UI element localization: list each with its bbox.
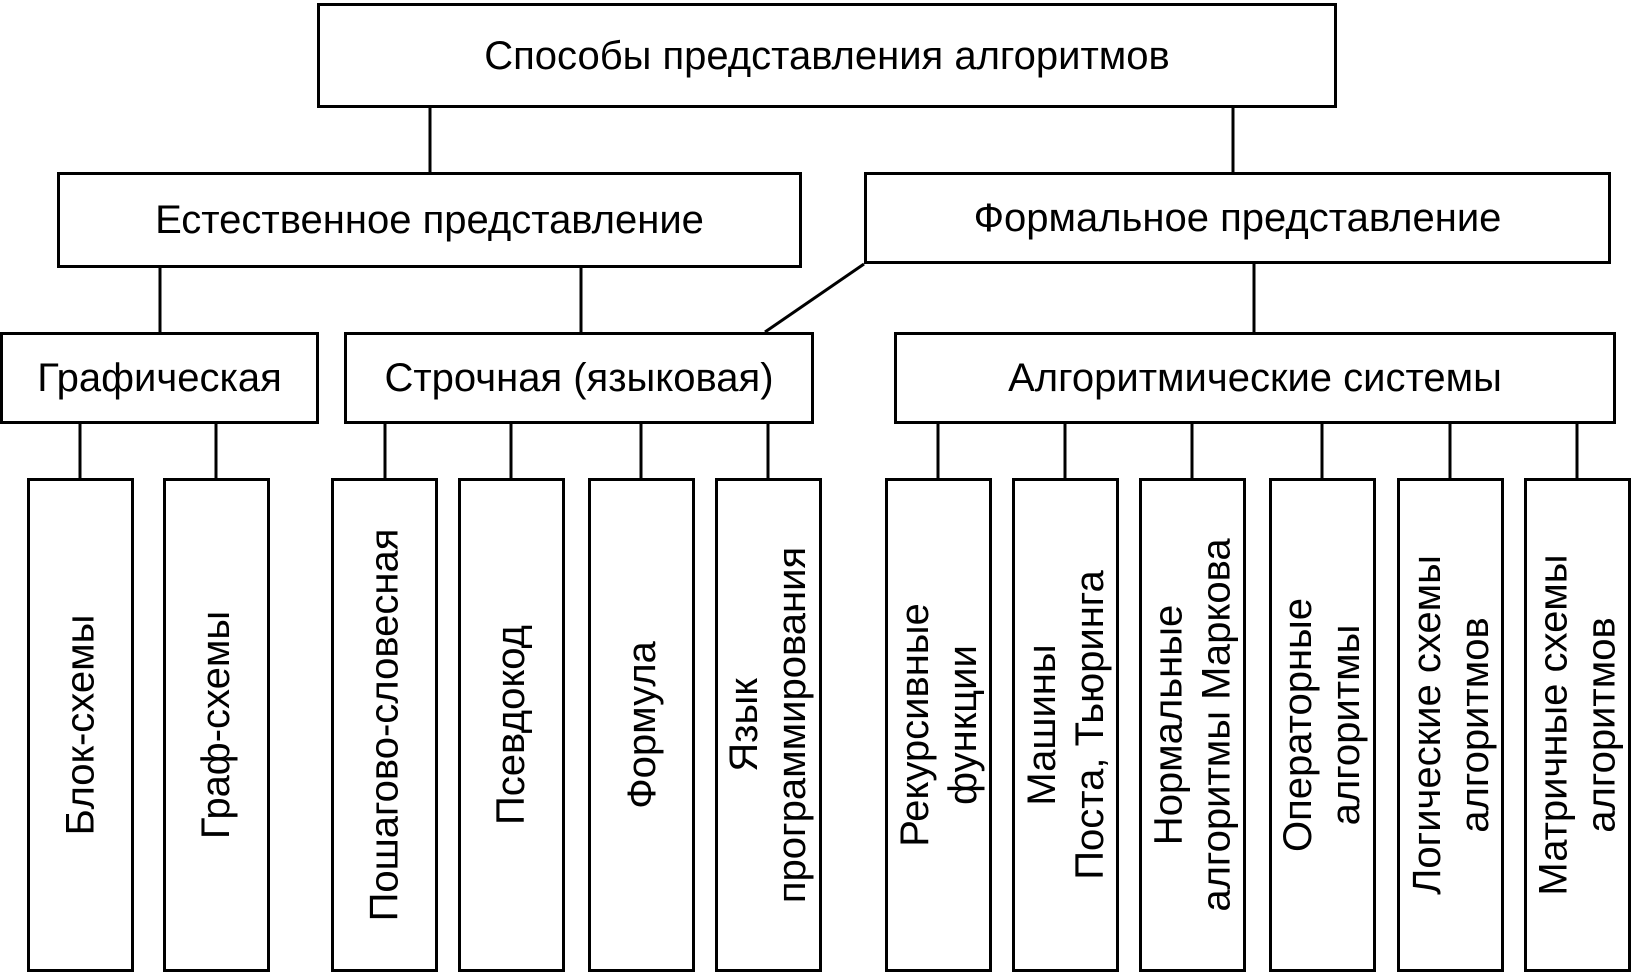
leaf-operator-algorithms-line1: Операторные bbox=[1276, 597, 1321, 853]
leaf-formula: Формула bbox=[588, 478, 695, 972]
formal-representation-box: Формальное представление bbox=[864, 172, 1611, 264]
leaf-programming-language: Язык программирования bbox=[715, 478, 822, 972]
graphic-box: Графическая bbox=[0, 332, 319, 424]
leaf-logic-schemes: Логические схемы алгоритмов bbox=[1397, 478, 1504, 972]
natural-representation-label: Естественное представление bbox=[155, 198, 704, 242]
leaf-formula-line1: Формула bbox=[619, 641, 664, 809]
algorithmic-systems-box: Алгоритмические системы bbox=[894, 332, 1616, 424]
leaf-graph-diagrams-line1: Граф-схемы bbox=[194, 610, 239, 840]
formal-representation-label: Формальное представление bbox=[973, 196, 1502, 240]
leaf-matrix-schemes-line2: алгоритмов bbox=[1579, 617, 1624, 833]
leaf-stepwise-verbal: Пошагово-словесная bbox=[331, 478, 438, 972]
leaf-recursive-functions-line1: Рекурсивные bbox=[892, 603, 937, 847]
leaf-recursive-functions: Рекурсивные функции bbox=[885, 478, 992, 972]
leaf-post-turing-machines-line2: Поста, Тьюринга bbox=[1067, 570, 1112, 880]
root-label: Способы представления алгоритмов bbox=[484, 33, 1170, 78]
leaf-programming-language-line2: программирования bbox=[770, 546, 815, 904]
leaf-operator-algorithms-line2: алгоритмы bbox=[1324, 624, 1369, 826]
leaf-markov-algorithms: Нормальные алгоритмы Маркова bbox=[1139, 478, 1246, 972]
leaf-block-diagrams: Блок-схемы bbox=[27, 478, 134, 972]
leaf-stepwise-verbal-line1: Пошагово-словесная bbox=[362, 528, 407, 922]
leaf-markov-algorithms-line2: алгоритмы Маркова bbox=[1194, 538, 1239, 912]
leaf-post-turing-machines-line1: Машины bbox=[1019, 644, 1064, 806]
graphic-label: Графическая bbox=[37, 356, 282, 400]
leaf-matrix-schemes: Матричные схемы алгоритмов bbox=[1524, 478, 1631, 972]
leaf-logic-schemes-line2: алгоритмов bbox=[1452, 617, 1497, 833]
leaf-logic-schemes-line1: Логические схемы bbox=[1404, 555, 1449, 895]
string-language-label: Строчная (языковая) bbox=[384, 356, 774, 400]
leaf-pseudocode-line1: Псевдокод bbox=[489, 624, 534, 826]
leaf-operator-algorithms: Операторные алгоритмы bbox=[1269, 478, 1376, 972]
leaf-block-diagrams-line1: Блок-схемы bbox=[58, 614, 103, 836]
leaf-pseudocode: Псевдокод bbox=[458, 478, 565, 972]
algorithmic-systems-label: Алгоритмические системы bbox=[1008, 356, 1502, 400]
leaf-markov-algorithms-line1: Нормальные bbox=[1146, 604, 1191, 846]
natural-representation-box: Естественное представление bbox=[57, 172, 802, 268]
leaf-post-turing-machines: Машины Поста, Тьюринга bbox=[1012, 478, 1119, 972]
leaf-matrix-schemes-line1: Матричные схемы bbox=[1531, 554, 1576, 896]
leaf-graph-diagrams: Граф-схемы bbox=[163, 478, 270, 972]
root-box: Способы представления алгоритмов bbox=[317, 3, 1337, 108]
string-language-box: Строчная (языковая) bbox=[344, 332, 814, 424]
connector-formal-string bbox=[764, 262, 865, 334]
leaf-programming-language-line1: Язык bbox=[722, 678, 767, 772]
leaf-recursive-functions-line2: функции bbox=[940, 645, 985, 805]
